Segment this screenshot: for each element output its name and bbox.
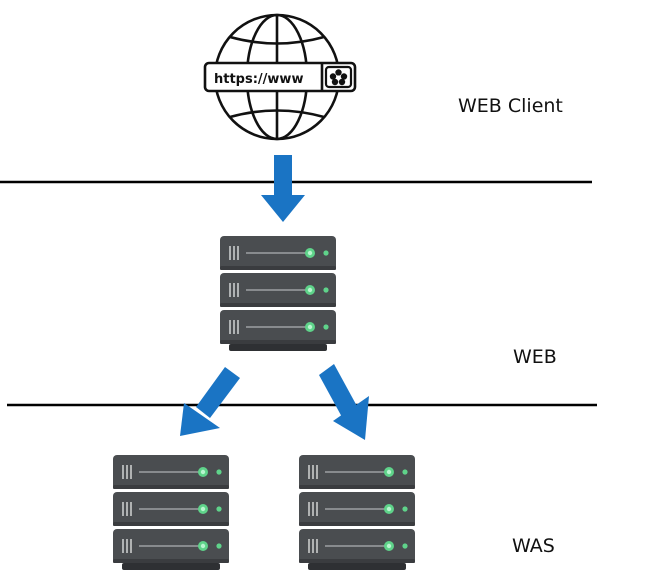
arrow-web-to-was-right bbox=[319, 364, 369, 440]
was-server-left-icon bbox=[113, 455, 229, 570]
web-server-icon bbox=[220, 236, 336, 351]
flower-icon bbox=[329, 69, 348, 86]
layer-label-web-client: WEB Client bbox=[458, 95, 563, 117]
url-text: https://www bbox=[214, 72, 303, 87]
layer-label-was: WAS bbox=[512, 535, 555, 557]
url-bar: https://www bbox=[203, 61, 357, 93]
arrow-web-to-was-left bbox=[180, 367, 240, 436]
was-server-right-icon bbox=[299, 455, 415, 570]
arrow-client-to-web bbox=[261, 155, 305, 222]
layer-label-web: WEB bbox=[513, 346, 557, 368]
